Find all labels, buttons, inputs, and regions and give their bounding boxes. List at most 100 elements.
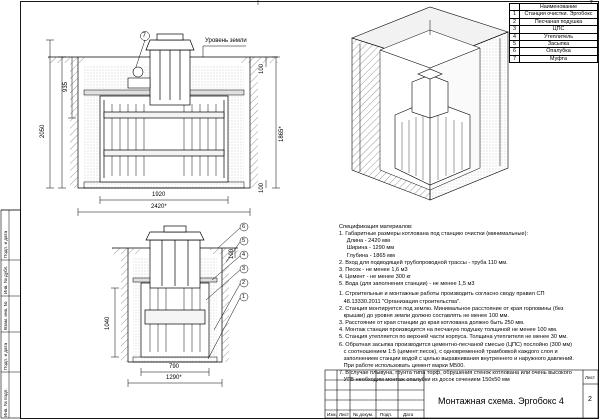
spec-line: 5. Вода (для заполнения станции) - не ме…	[339, 281, 475, 288]
spec-line: Длина - 2420 мм	[339, 238, 390, 245]
callout-7-label: 7	[142, 32, 146, 39]
callout-2-label: 2	[242, 279, 246, 286]
spec-line: Глубина - 1865 мм	[339, 252, 395, 259]
dim-1920: 1920	[152, 192, 166, 198]
isometric-formwork	[359, 20, 501, 172]
sheet-label: Лист	[585, 375, 595, 380]
tb-col-data: Дата	[403, 412, 414, 417]
legend-header-row: Наименование	[509, 2, 598, 12]
spec-line: 3. Песок - не менее 1,6 м3	[339, 266, 408, 273]
station-neck	[145, 33, 195, 106]
legend-header: Наименование	[519, 2, 598, 12]
spec-line: крышки) до уровня земли должно составлят…	[339, 312, 509, 319]
title-block-lines	[324, 369, 599, 419]
ground-label-leader	[202, 45, 246, 57]
tb-col-izm: Изм.	[327, 412, 337, 417]
legend-name: Муфта	[519, 54, 598, 64]
station-body	[99, 95, 229, 183]
spec-line: 2. Станция монтируется под землю. Минима…	[339, 305, 564, 312]
bottom-dimension-lines	[111, 248, 236, 387]
spec-line: с соотношением 1:5 (цемент:песок), с одн…	[339, 348, 558, 355]
legend-num: 1	[509, 10, 520, 19]
spec-line: заполнением станции водой с целью выравн…	[339, 355, 574, 362]
callout-1-label: 1	[242, 293, 246, 300]
dim-100-bottom-view: 100	[229, 248, 235, 259]
dimension-lines-left	[46, 39, 76, 189]
legend-name: Засыпка	[519, 39, 598, 49]
spec-line: 6. Обратная засыпка производится цементн…	[339, 341, 573, 348]
legend-header-num	[509, 2, 520, 12]
top-sheet-number: 2	[590, 0, 593, 6]
side-label-inv-dubl: Инв. № дубл.	[3, 265, 8, 294]
side-label-inv-podl: Инв. № подл.	[3, 388, 8, 417]
spec-line: 5. Станция утепляется по верхней части к…	[339, 334, 568, 341]
dim-100-top: 100	[259, 63, 265, 74]
callout-7	[135, 31, 150, 68]
callout-3-label: 3	[242, 265, 246, 272]
bottom-station-body	[140, 225, 210, 358]
spec-line: 1. Строительные и монтажные работы произ…	[339, 291, 545, 298]
side-label-vzam-inv: Взам. инв. №	[3, 301, 8, 330]
bottom-callout-leaders	[205, 227, 241, 360]
legend-num: 3	[509, 25, 520, 34]
legend-name: Утеплитель	[519, 32, 598, 41]
isometric-view	[351, 6, 509, 201]
callout-6-label: 6	[242, 223, 246, 230]
callout-5-label: 5	[242, 237, 246, 244]
legend-name: ЦПС	[519, 25, 598, 34]
document-title: Монтажная схема. Эргобокс 4	[438, 396, 564, 406]
spec-line: 1. Габаритные размеры котлована под стан…	[339, 231, 529, 238]
bottom-callout-circles	[239, 222, 249, 302]
callout-4-label: 4	[242, 251, 246, 258]
spec-line: 4. Цемент - не менее 300 кг	[339, 274, 411, 281]
dim-2420: 2420*	[151, 204, 167, 210]
dim-1865: 1865*	[279, 126, 285, 142]
spec-line: 4. Монтаж станции производится на песчан…	[339, 327, 558, 334]
spec-line: 7. В случае плывуна, грунта типа торф, о…	[339, 370, 572, 377]
spec-line: Ширина - 1290 мм	[339, 245, 395, 252]
dim-935: 935	[63, 81, 69, 92]
spec-title: Спецификация материалов:	[339, 224, 413, 230]
tb-col-doc: № докум.	[353, 412, 374, 417]
ground-level-label: Уровень земли	[205, 38, 247, 44]
legend-num: 2	[509, 17, 520, 27]
specification-notes: Спецификация материалов: 1. Габаритные р…	[339, 224, 597, 384]
side-label-podp-data-1: Подп. и дата	[3, 342, 8, 370]
dimension-lines-right	[265, 56, 280, 189]
tb-col-list: Лист	[339, 412, 349, 417]
dim-1290: 1290*	[166, 375, 182, 381]
dim-2050: 2050	[40, 124, 46, 138]
side-label-podp-data-2: Подп. и дата	[3, 230, 8, 258]
top-section-view	[46, 31, 280, 216]
sand-cushion	[83, 181, 245, 189]
legend-name: Опалубка	[519, 47, 598, 56]
legend-name: Станция очистки. Эргобокс	[519, 10, 598, 19]
dimension-lines-bottom	[77, 196, 251, 216]
sheet-number: 2	[588, 396, 592, 403]
dim-100-bottom: 100	[259, 182, 265, 193]
spec-line: 48.13330.2011 "Организация строительства…	[339, 298, 461, 305]
legend-num: 4	[509, 32, 520, 41]
bottom-section-view	[111, 222, 249, 387]
tb-col-podp: Подп.	[380, 412, 393, 417]
dim-790: 790	[169, 364, 180, 370]
isometric-station	[394, 68, 471, 186]
legend-name: Песчаная подушка	[519, 17, 598, 27]
legend-num: 7	[509, 54, 520, 64]
legend-num: 5	[509, 39, 520, 49]
spec-line: 3. Расстояние от края станции до края ко…	[339, 320, 525, 327]
legend-num: 6	[509, 47, 520, 56]
spec-line: УГВ необходим монтаж опалубки из досок с…	[339, 377, 510, 384]
inlet-pipe	[127, 66, 151, 89]
spec-line: 2. Вход для подводящей трубопроводной тр…	[339, 259, 508, 266]
